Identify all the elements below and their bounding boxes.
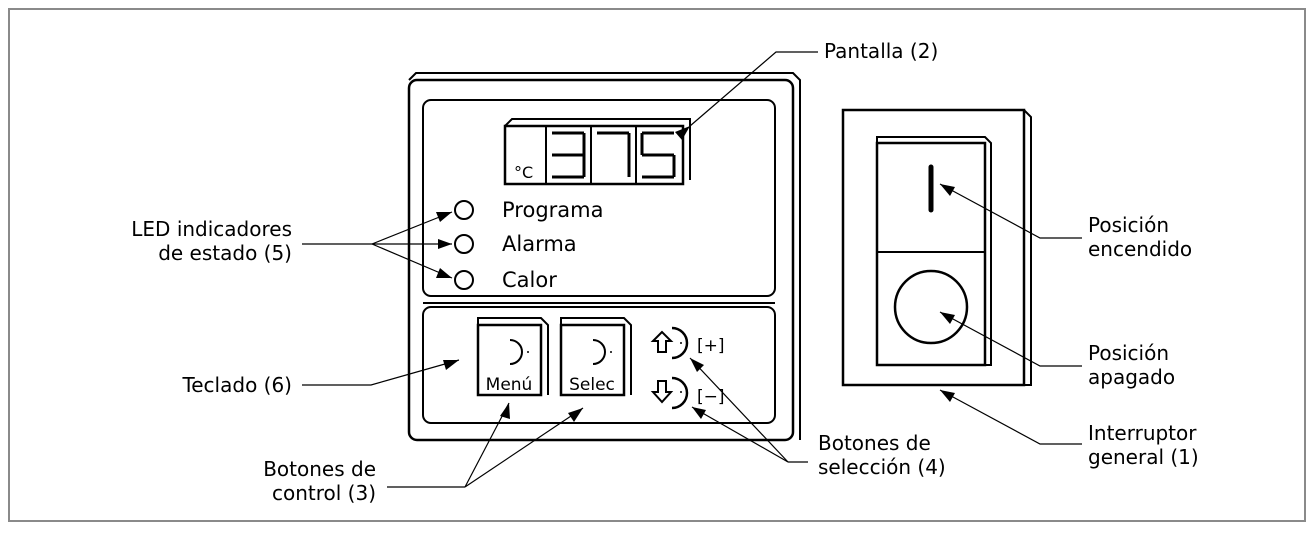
led-label-alarma: Alarma bbox=[502, 232, 577, 256]
label-off-line1: Posición bbox=[1088, 341, 1169, 365]
arrow-up-icon bbox=[650, 330, 674, 353]
led-label-programa: Programa bbox=[502, 198, 603, 222]
main-switch[interactable] bbox=[841, 108, 1032, 387]
led-programa bbox=[454, 200, 474, 220]
label-led-line2: de estado (5) bbox=[158, 241, 292, 265]
label-switch-line2: general (1) bbox=[1088, 445, 1199, 469]
arrowhead bbox=[940, 312, 955, 324]
press-symbol-icon bbox=[592, 339, 606, 365]
arrowhead bbox=[443, 360, 459, 370]
label-control-line1: Botones de bbox=[263, 457, 376, 481]
menu-button[interactable] bbox=[476, 317, 549, 397]
label-on-line2: encendido bbox=[1088, 237, 1192, 261]
label-control-line2: control (3) bbox=[272, 481, 376, 505]
arrowhead bbox=[436, 268, 452, 278]
led-label-calor: Calor bbox=[502, 268, 557, 292]
arrow-down-icon bbox=[650, 380, 674, 404]
select-button-label: Selec bbox=[569, 375, 615, 395]
label-off-line2: apagado bbox=[1088, 365, 1175, 389]
arrowhead bbox=[436, 212, 452, 222]
label-teclado: Teclado (6) bbox=[181, 373, 292, 397]
arrowhead bbox=[500, 403, 510, 419]
callout-arrowheads bbox=[436, 126, 955, 422]
arrowhead bbox=[940, 390, 955, 402]
label-led-line1: LED indicadores bbox=[131, 217, 292, 241]
arrowhead bbox=[940, 184, 955, 196]
down-button[interactable] bbox=[650, 376, 689, 410]
arrowhead bbox=[692, 407, 706, 419]
label-switch-line1: Interruptor bbox=[1088, 421, 1197, 445]
press-symbol-icon bbox=[509, 339, 523, 365]
label-seleccion-line1: Botones de bbox=[818, 431, 931, 455]
figure-frame bbox=[8, 8, 1306, 522]
callout-lines bbox=[302, 51, 1082, 488]
display-window bbox=[422, 99, 776, 297]
digital-display bbox=[503, 118, 691, 186]
menu-button-label: Menú bbox=[486, 375, 533, 395]
off-symbol-icon bbox=[893, 269, 969, 345]
up-button[interactable] bbox=[650, 326, 689, 360]
status-leds bbox=[454, 200, 474, 290]
led-alarma bbox=[454, 234, 474, 254]
label-seleccion-line2: selección (4) bbox=[818, 455, 946, 479]
label-pantalla: Pantalla (2) bbox=[824, 39, 938, 63]
arrowhead bbox=[675, 126, 690, 140]
arrowhead bbox=[438, 239, 452, 249]
keypad-area bbox=[422, 306, 776, 424]
display-unit: °C bbox=[514, 163, 533, 182]
label-on-line1: Posición bbox=[1088, 213, 1169, 237]
select-button[interactable] bbox=[559, 317, 632, 397]
plus-label: [+] bbox=[697, 336, 725, 356]
arrowhead bbox=[568, 408, 583, 422]
minus-label: [−] bbox=[697, 387, 725, 407]
led-calor bbox=[454, 270, 474, 290]
arrowhead bbox=[690, 358, 704, 372]
display-value-digits bbox=[552, 131, 676, 179]
